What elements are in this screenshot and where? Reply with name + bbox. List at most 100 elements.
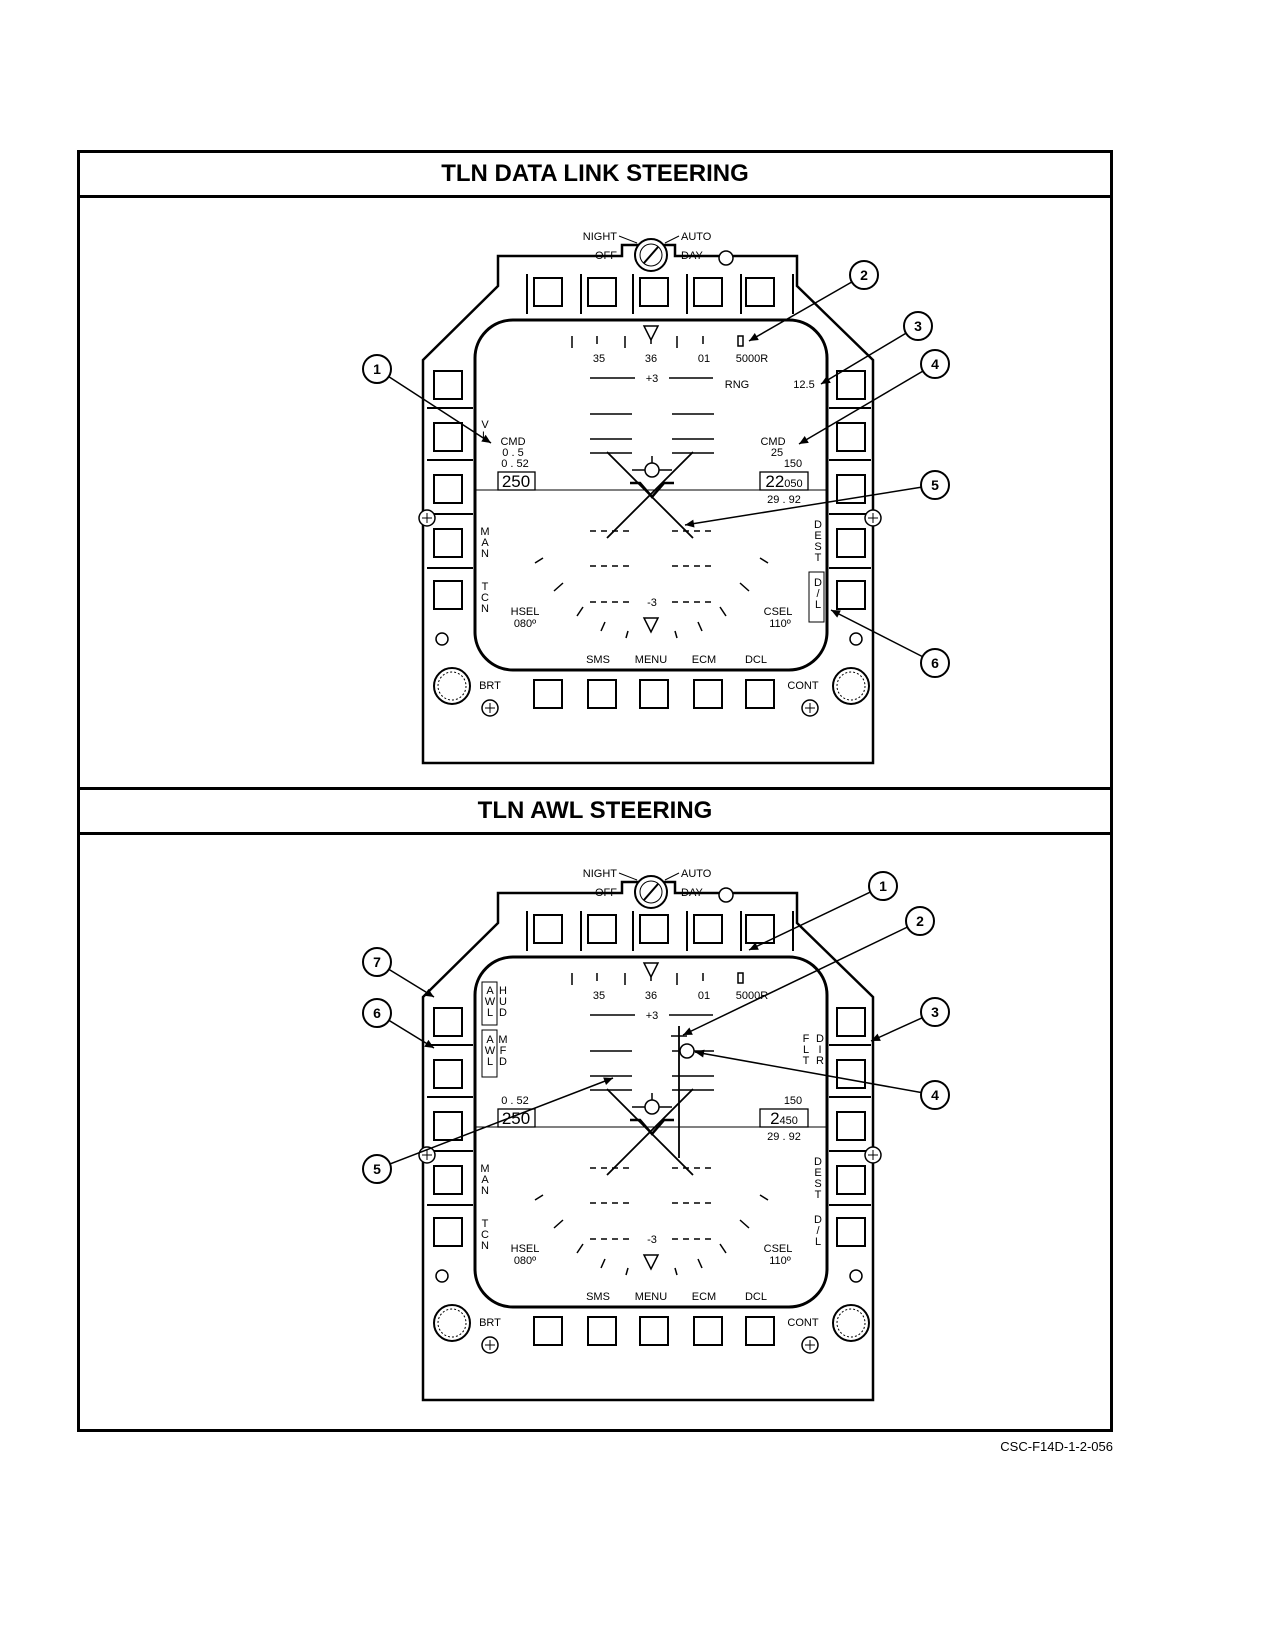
hsel-label: HSEL: [511, 1243, 540, 1255]
bottom-label-dcl: DCL: [745, 654, 767, 666]
svg-text:V: V: [481, 419, 489, 431]
svg-text:C: C: [481, 592, 489, 604]
callout-3: 3: [870, 997, 950, 1042]
svg-text:N: N: [481, 603, 489, 615]
callout-3: 3: [820, 311, 933, 385]
pitch-plus3-label: +3: [646, 373, 659, 385]
awl-mfd-box: [481, 1029, 498, 1078]
svg-text:7: 7: [373, 954, 381, 970]
callout-4: 4: [694, 1049, 950, 1110]
left-button-4: [433, 528, 463, 558]
indicator-light-right: [849, 632, 863, 646]
altitude-value: 22050: [765, 472, 802, 491]
range-indicator-value: 5000R: [736, 990, 768, 1002]
csel-value: 110º: [769, 618, 791, 630]
svg-text:C: C: [481, 1229, 489, 1241]
left-button-5: [433, 580, 463, 610]
range-bar-indicator: [737, 972, 744, 984]
heading-caret-icon: [642, 325, 660, 342]
svg-text:2: 2: [860, 267, 868, 283]
top-button-2: [587, 277, 617, 307]
bottom-button-5: [745, 1316, 775, 1346]
mach-value: 0 . 52: [501, 458, 529, 470]
cont-knob: [832, 667, 870, 705]
airspeed-box: [497, 1108, 536, 1128]
callout-4: 4: [798, 349, 950, 445]
right-button-1: [836, 1007, 866, 1037]
awl-waypoint-circle-icon: [679, 1043, 695, 1059]
light-sensor: [718, 887, 734, 903]
brt-label: BRT: [479, 680, 501, 692]
rng-value: 12.5: [793, 379, 814, 391]
svg-text:D: D: [814, 519, 822, 531]
svg-text:M: M: [498, 1034, 507, 1046]
svg-text:T: T: [815, 1189, 822, 1201]
callout-2: 2: [748, 260, 879, 342]
velocity-vector-icon: [632, 1093, 672, 1115]
figure-reference: CSC-F14D-1-2-056: [1000, 1439, 1113, 1454]
screw-3: [481, 1336, 499, 1354]
pitch-minus3-label: -3: [647, 1234, 657, 1246]
svg-text:M: M: [480, 1163, 489, 1175]
callout-6: 6: [362, 998, 435, 1049]
csel-label: CSEL: [764, 1243, 793, 1255]
bottom-button-4: [693, 1316, 723, 1346]
right-button-5: [836, 1217, 866, 1247]
heading-tick-label: 01: [698, 990, 710, 1002]
svg-text:6: 6: [931, 655, 939, 671]
callout-7: 7: [362, 947, 435, 998]
top-button-5: [745, 914, 775, 944]
range-bar-indicator: [737, 335, 744, 347]
hsel-value: 080º: [514, 618, 536, 630]
right-button-4: [836, 1165, 866, 1195]
flt-dir-flt-label: FLT: [803, 1033, 810, 1067]
velocity-vector-icon: [632, 456, 672, 478]
svg-text:A: A: [481, 537, 489, 549]
svg-text:2: 2: [916, 913, 924, 929]
top-button-1: [533, 277, 563, 307]
svg-text:S: S: [814, 541, 821, 553]
waterline-icon: [630, 481, 674, 499]
left-label-tcn: TCN: [481, 581, 489, 615]
svg-text:F: F: [803, 1033, 810, 1045]
right-cmd-label: CMD: [760, 436, 785, 448]
svg-text:I: I: [818, 1044, 821, 1056]
right-button-1: [836, 370, 866, 400]
cont-label: CONT: [787, 1317, 818, 1329]
heading-caret-icon: [642, 962, 660, 979]
bank-pointer-icon: [642, 617, 660, 634]
bottom-label-menu: MENU: [635, 1291, 667, 1303]
bank-scale: [534, 1194, 769, 1276]
svg-text:1: 1: [373, 361, 381, 377]
svg-text:D: D: [499, 1056, 507, 1068]
bank-scale: [534, 557, 769, 639]
left-button-3: [433, 1111, 463, 1141]
brt-knob: [433, 1304, 471, 1342]
knob-day-label: DAY: [681, 887, 703, 899]
svg-text:D: D: [814, 577, 822, 589]
svg-text:4: 4: [931, 356, 939, 372]
rng-label: RNG: [725, 379, 749, 391]
altitude-box: [759, 1108, 809, 1128]
bottom-label-sms: SMS: [586, 1291, 610, 1303]
left-button-2: [433, 422, 463, 452]
svg-text:E: E: [814, 530, 821, 542]
left-button-1: [433, 370, 463, 400]
right-button-2: [836, 422, 866, 452]
waterline-icon: [630, 1118, 674, 1136]
svg-text:3: 3: [931, 1004, 939, 1020]
svg-text:N: N: [481, 1240, 489, 1252]
altitude-box: [759, 471, 809, 491]
svg-text:5: 5: [373, 1161, 381, 1177]
svg-text:D: D: [499, 1007, 507, 1019]
svg-text:D: D: [814, 1214, 822, 1226]
heading-tick-label: 35: [593, 990, 605, 1002]
left-label-man: MAN: [480, 526, 489, 560]
right-label-dl: D/L: [814, 577, 822, 611]
left-button-1: [433, 1007, 463, 1037]
hsel-label: HSEL: [511, 606, 540, 618]
